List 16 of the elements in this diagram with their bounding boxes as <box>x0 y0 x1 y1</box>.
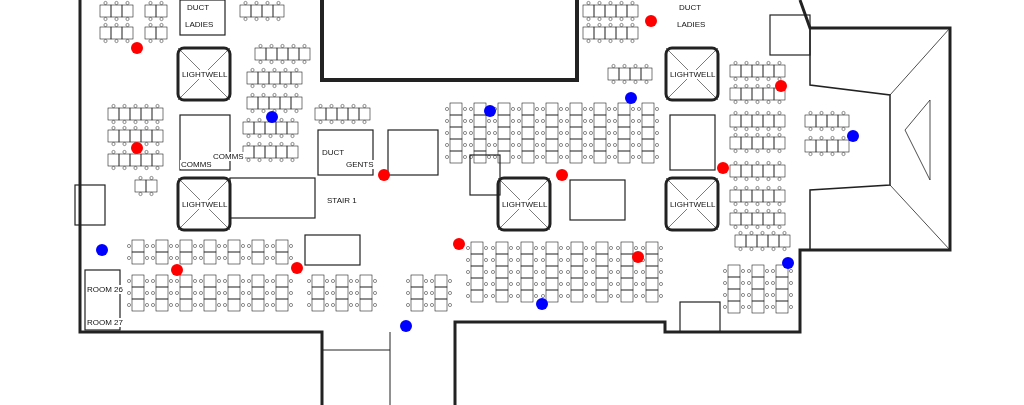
duct-label: DUCT <box>678 3 703 12</box>
area-label: LIGHTWELL <box>181 200 229 209</box>
room-label: GENTS <box>345 160 375 169</box>
room-label: ROOM 26 <box>86 285 124 294</box>
duct-label: DUCT <box>186 3 211 12</box>
area-label: LIGHTWELL <box>669 70 717 79</box>
room-label: ROOM 27 <box>86 318 124 327</box>
duct-label: DUCT <box>321 148 346 157</box>
stair-label: STAIR 1 <box>326 196 358 205</box>
room-label: COMMS <box>212 152 245 161</box>
room-label: COMMS <box>180 160 213 169</box>
area-label: LIGHTWELL <box>181 70 229 79</box>
area-label: LIGHTWELL <box>669 200 717 209</box>
room-label: LADIES <box>676 20 707 29</box>
area-label: LIGHTWELL <box>501 200 549 209</box>
room-label: LADIES <box>184 20 215 29</box>
